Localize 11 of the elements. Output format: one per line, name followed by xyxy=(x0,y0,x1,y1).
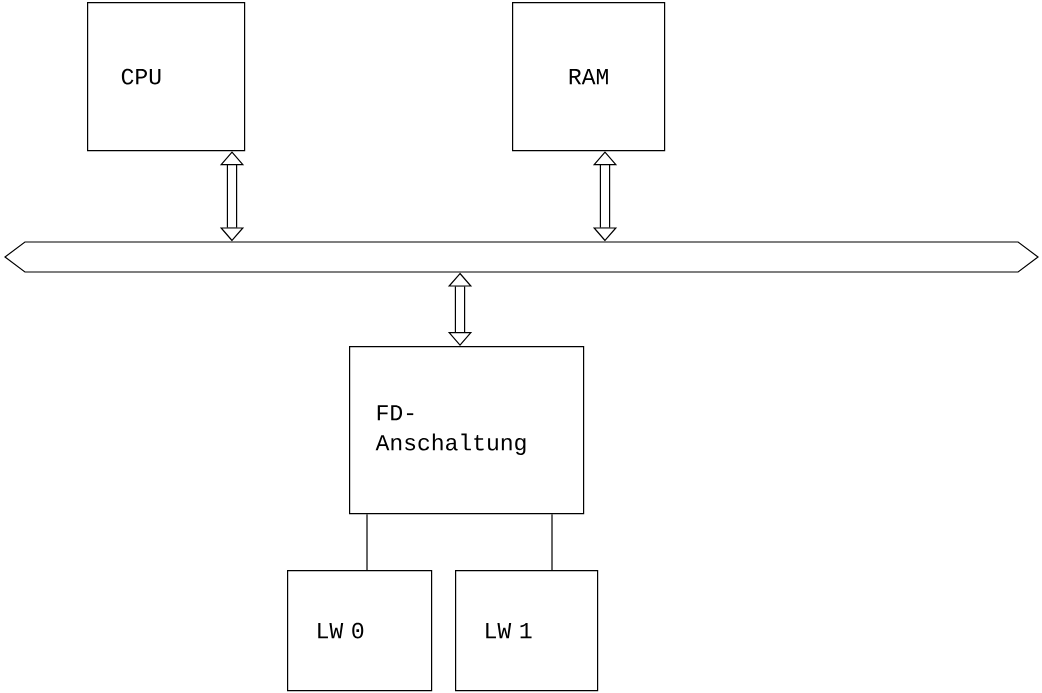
block-box: LW 0 xyxy=(287,570,433,692)
block-box: CPU xyxy=(87,2,246,152)
double-arrow xyxy=(219,151,245,242)
bus-bar xyxy=(4,241,1039,273)
connector-line xyxy=(366,513,368,571)
double-arrow xyxy=(447,272,473,346)
block-box: RAM xyxy=(512,2,666,152)
connector-line xyxy=(551,513,553,571)
block-box: LW 1 xyxy=(455,570,599,692)
double-arrow xyxy=(592,151,618,242)
block-box: FD- Anschaltung xyxy=(349,346,585,515)
